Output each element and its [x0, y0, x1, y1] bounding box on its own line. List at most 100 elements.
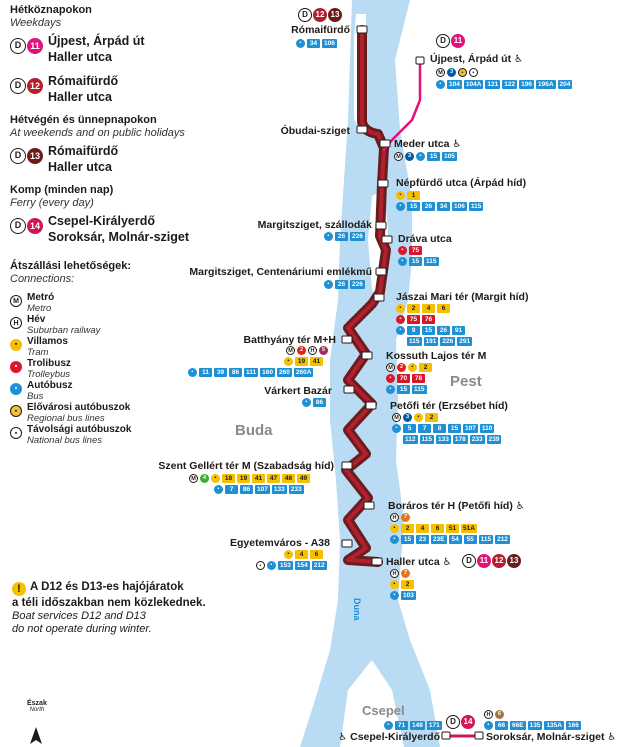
legend-bus-en: Bus	[27, 391, 44, 402]
stop-marker-boraros[interactable]	[363, 501, 375, 510]
legend-national-label: Távolsági autóbuszok	[27, 424, 132, 435]
stop-marker-kossuth[interactable]	[361, 351, 373, 360]
legend-regional-en: Regional bus lines	[27, 413, 105, 424]
csepel-bus: ▪ 71 148 171	[384, 720, 442, 730]
stop-marker-meder[interactable]	[379, 139, 391, 148]
accessible-icon: ♿	[607, 732, 617, 743]
stop-marker-soroksar[interactable]	[474, 731, 484, 740]
connections-title: Átszállási lehetőségek:	[10, 260, 132, 272]
bus-badge: 26	[422, 201, 435, 211]
bus-badge: 86	[229, 367, 242, 377]
bus-badge: 226	[440, 336, 456, 346]
batthyany-bus: ▪ 11 39 86 111 160 260 260A	[188, 367, 314, 377]
service-12-to: Haller utca	[48, 90, 112, 104]
tram-badge: 4	[422, 303, 435, 313]
bus-badge: 148	[410, 720, 425, 730]
egyetemvaros-tram: ▪ 4 6	[284, 549, 323, 559]
stop-marker-batthyany[interactable]	[341, 335, 353, 344]
route-12-badge: 12	[27, 78, 43, 94]
stop-marker-drava[interactable]	[381, 235, 393, 244]
bus-badge: 7	[418, 423, 431, 433]
bus-badge: 66	[495, 720, 508, 730]
legend-regional-bus: ▪ Elővárosi autóbuszok Regional bus line…	[10, 402, 250, 424]
stop-label-petofi: Petőfi tér (Erzsébet híd)	[390, 400, 508, 412]
bus-badge: 104A	[463, 79, 484, 89]
stop-marker-margitsziget[interactable]	[375, 221, 387, 230]
service-14[interactable]: D 14 Csepel-Királyerdő Soroksár, Molnár-…	[10, 212, 250, 250]
legend-metro-en: Metro	[27, 303, 52, 314]
bus-badge: 5	[403, 423, 416, 433]
trolleybus-badge: 75	[407, 314, 420, 324]
jaszai-tram: ▪ 2 4 6	[396, 303, 450, 313]
stop-markers	[341, 25, 484, 740]
accessible-icon: ♿	[338, 732, 348, 743]
bus-badge: 15	[409, 256, 422, 266]
legend-hev-label: Hév	[27, 314, 46, 325]
bus-badge: 26	[335, 279, 348, 289]
bus-icon: ▪	[386, 384, 395, 394]
stop-marker-centenarium[interactable]	[375, 267, 387, 276]
note-en-2: do not operate during winter.	[12, 623, 152, 635]
soroksar-bus: ▪ 66 66E 135 135A 166	[484, 720, 581, 730]
service-12[interactable]: D 12 Rómaifürdő Haller utca	[10, 72, 250, 110]
stop-marker-petofi[interactable]	[365, 401, 377, 410]
egyetemvaros-bus: ▪ ▪ 153 154 212	[256, 560, 327, 570]
hev-line-h7-icon: 7	[401, 568, 410, 578]
bus-badge: 226	[350, 279, 365, 289]
stop-marker-gellert[interactable]	[341, 461, 353, 470]
service-11-from: Újpest, Árpád út	[48, 34, 145, 48]
stop-label-soroksar: Soroksár, Molnár-sziget ♿	[486, 731, 616, 744]
stop-label-kossuth: Kossuth Lajos tér M	[386, 350, 487, 362]
bus-badge: 133	[271, 484, 287, 494]
bus-badge: 91	[452, 325, 465, 335]
tram-badge: 19	[237, 473, 250, 483]
service-13[interactable]: D 13 Rómaifürdő Haller utca	[10, 142, 250, 180]
route-11-badge: 11	[27, 38, 43, 54]
route-13-badge: 13	[507, 554, 521, 568]
stop-marker-romaifurdo[interactable]	[356, 25, 368, 34]
bus-icon: ▪	[267, 560, 276, 570]
stop-marker-varkert[interactable]	[343, 385, 355, 394]
stop-marker-haller[interactable]	[371, 557, 383, 566]
bus-badge: 26	[335, 231, 348, 241]
stop-marker-nepfurdo[interactable]	[377, 179, 389, 188]
area-label-csepel: Csepel	[362, 703, 405, 718]
national-bus-icon: ▪	[256, 560, 265, 570]
bus-badge: 34	[307, 38, 320, 48]
bus-icon: ▪	[396, 325, 405, 335]
petofi-tram: M 3 ▪ 2	[392, 412, 438, 422]
metro-line-m3-icon: 3	[405, 151, 414, 161]
note-line-2: a téli időszakban nem közlekednek.	[12, 597, 206, 609]
bus-icon: ▪	[416, 151, 425, 161]
stop-label-csepel: ♿ Csepel-Királyerdő	[338, 731, 440, 744]
stop-marker-csepel[interactable]	[441, 731, 451, 740]
haller-bus: ▪ 103	[390, 590, 416, 600]
service-11[interactable]: D 11 Újpest, Árpád út Haller utca	[10, 32, 250, 70]
metro-icon: M	[392, 412, 401, 422]
bus-badge: 178	[452, 434, 468, 444]
tram-badge: 1	[407, 190, 420, 200]
stop-marker-jaszai[interactable]	[373, 293, 385, 302]
bus-badge: 135	[527, 720, 543, 730]
stop-label-nepfurdo: Népfürdő utca (Árpád híd)	[396, 177, 527, 189]
legend-tram-en: Tram	[27, 347, 49, 358]
stop-label-boraros: Boráros tér H (Petőfi híd) ♿	[388, 500, 525, 513]
bus-badge: 26	[437, 325, 450, 335]
bus-icon: ▪	[302, 397, 311, 407]
stop-name: Boráros tér H (Petőfi híd)	[388, 500, 513, 512]
legend-ferry-title: Komp (minden nap)	[10, 184, 114, 196]
bus-badge: 239	[486, 434, 502, 444]
bus-badge: 112	[403, 434, 418, 444]
service-11-to: Haller utca	[48, 50, 112, 64]
stop-marker-obudai[interactable]	[356, 125, 368, 134]
romaifurdo-connections: ▪ 34 106	[296, 38, 337, 48]
stop-name: Csepel-Királyerdő	[350, 731, 440, 743]
bus-badge: 103	[401, 590, 416, 600]
stop-marker-egyetemvaros[interactable]	[341, 539, 353, 548]
trolleybus-icon: ▪	[10, 361, 22, 373]
tram-badge: 2	[401, 579, 414, 589]
tram-icon: ▪	[10, 339, 22, 351]
tram-badge: 48	[282, 473, 295, 483]
stop-marker-ujpest[interactable]	[415, 56, 425, 65]
boat-d-icon: D	[462, 554, 476, 568]
